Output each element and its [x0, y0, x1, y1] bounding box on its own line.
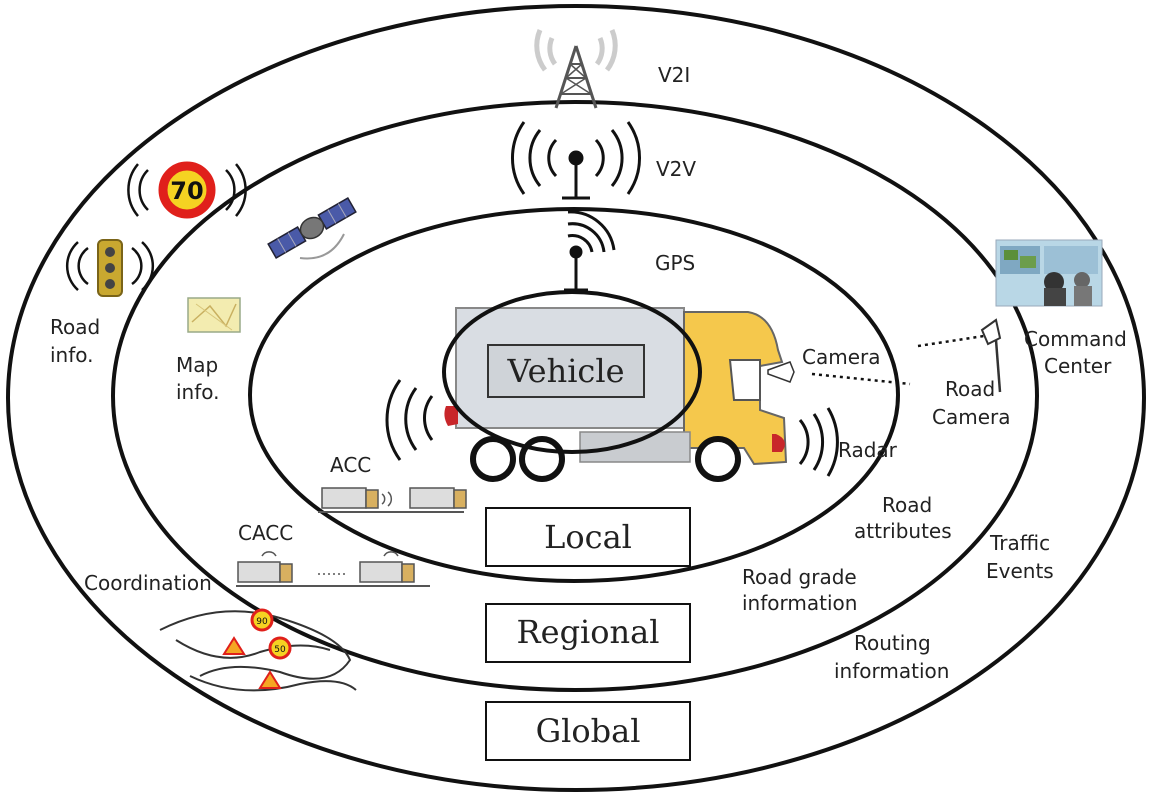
traffic-events-label-line1: Traffic	[989, 531, 1050, 555]
v2v-label: V2V	[656, 157, 696, 181]
speed-limit-value: 70	[170, 177, 203, 205]
vehicle-label: Vehicle	[506, 352, 624, 390]
local-ring	[248, 207, 900, 583]
global-label: Global	[536, 712, 641, 750]
acc-label: ACC	[330, 453, 371, 477]
satellite-icon	[267, 197, 357, 259]
vehicle-oval	[442, 290, 702, 454]
gps-antenna-icon	[564, 210, 616, 292]
road-grade-label-line2: information	[742, 591, 857, 615]
traffic-light-icon	[65, 239, 155, 297]
regional-box	[485, 603, 691, 663]
map-icon	[187, 297, 241, 333]
command-center-label-line2: Center	[1044, 354, 1112, 378]
v2i-label: V2I	[658, 63, 690, 87]
speed-limit-sign-icon: 70	[127, 161, 247, 219]
road-info-label-line2: info.	[50, 343, 94, 367]
road-camera-sight-line	[917, 334, 985, 348]
road-camera-icon	[980, 318, 1002, 393]
regional-label: Regional	[517, 613, 660, 651]
global-box	[485, 701, 691, 761]
camera-label: Camera	[802, 345, 881, 369]
coordination-sign-a: 90	[256, 617, 268, 627]
camera-sight-line	[811, 372, 911, 386]
acc-trucks-icon	[318, 487, 467, 513]
routing-label-line1: Routing	[854, 631, 931, 655]
road-grade-label-line1: Road grade	[742, 565, 857, 589]
road-camera-label-line2: Camera	[932, 405, 1011, 429]
map-info-label-line1: Map	[176, 353, 218, 377]
map-info-label-line2: info.	[176, 380, 220, 404]
coordination-signs-icon: 90 50	[222, 608, 292, 689]
road-attributes-label-line1: Road	[882, 493, 932, 517]
gps-label: GPS	[655, 251, 695, 275]
vehicle-box	[487, 344, 645, 398]
coordination-sign-b: 50	[274, 645, 286, 655]
coordination-label: Coordination	[84, 571, 212, 595]
traffic-events-label-line2: Events	[986, 559, 1054, 583]
routing-label-line2: information	[834, 659, 949, 683]
coordination-map-icon	[159, 610, 357, 692]
cacc-label: CACC	[238, 521, 293, 545]
rear-radar-waves-icon	[385, 379, 434, 461]
local-box	[485, 507, 691, 567]
road-info-label-line1: Road	[50, 315, 100, 339]
v2v-antenna-icon	[510, 121, 642, 200]
cell-tower-icon	[534, 29, 618, 109]
road-camera-label-line1: Road	[945, 377, 995, 401]
command-center-label-line1: Command	[1024, 327, 1127, 351]
front-radar-waves-icon	[798, 407, 839, 477]
road-attributes-label-line2: attributes	[854, 519, 952, 543]
radar-label: Radar	[838, 438, 898, 462]
command-center-image	[995, 239, 1103, 307]
cacc-trucks-icon	[236, 551, 430, 587]
regional-ring	[111, 100, 1039, 692]
global-ring	[6, 4, 1146, 792]
satellite-signal-icon	[299, 233, 345, 260]
local-label: Local	[544, 518, 632, 556]
